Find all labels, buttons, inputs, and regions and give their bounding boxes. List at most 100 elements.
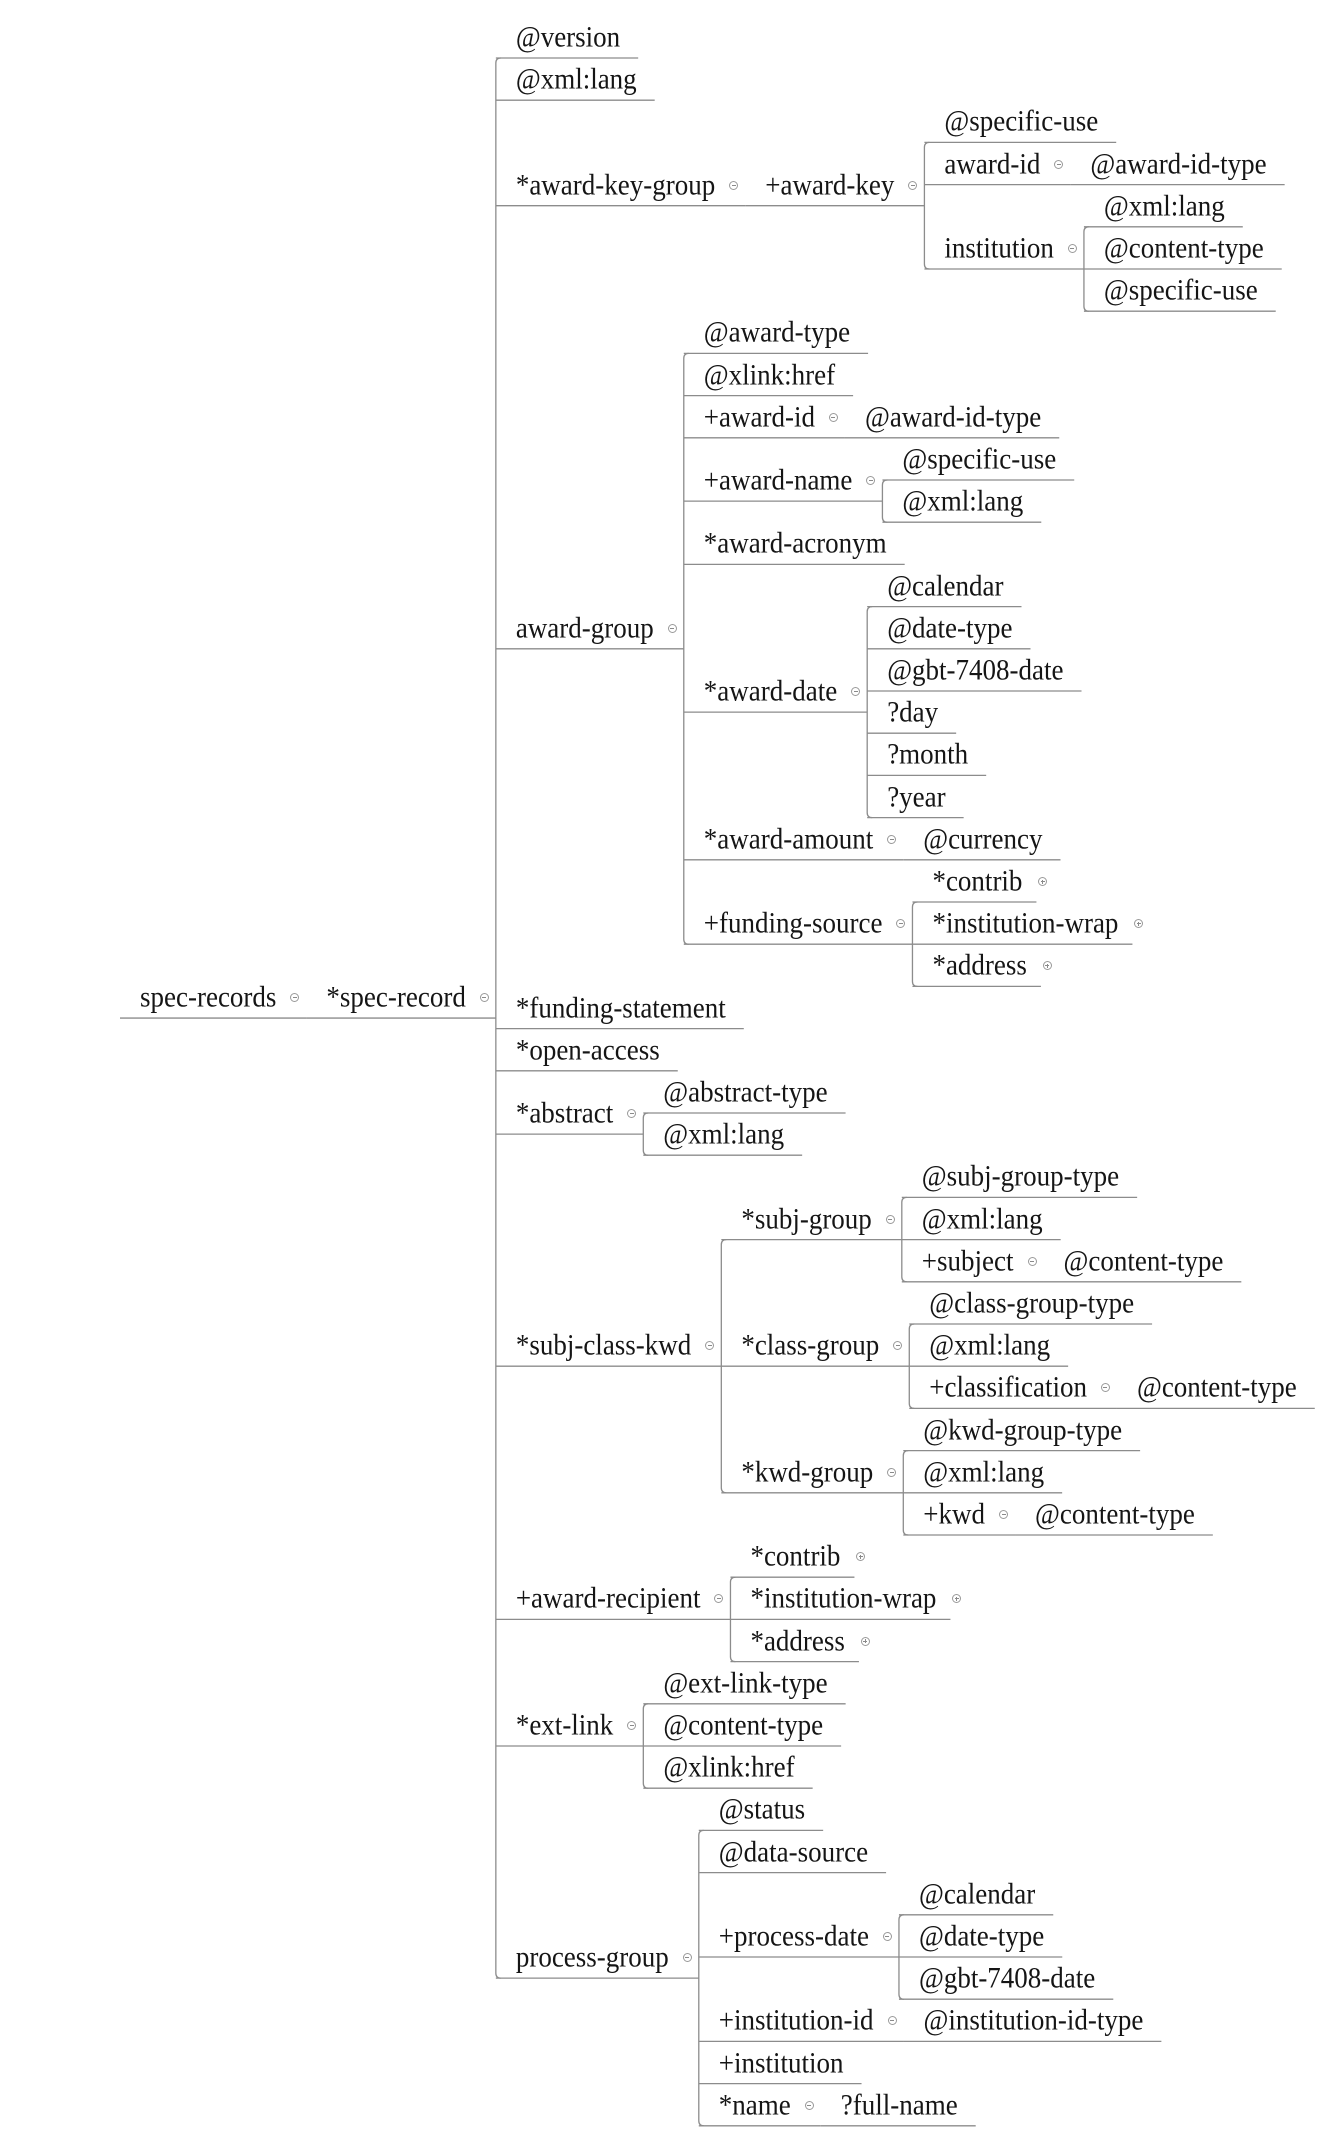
- node-award-id[interactable]: award-id: [944, 147, 1041, 180]
- node-xlink-href[interactable]: @xlink:href: [703, 358, 836, 391]
- node-award-id-type[interactable]: @award-id-type: [864, 400, 1042, 433]
- node-abstract-type[interactable]: @abstract-type: [663, 1075, 828, 1109]
- node-award-amount[interactable]: *award-amount: [703, 822, 874, 855]
- node-process-date[interactable]: +process-date: [718, 1919, 869, 1953]
- node-kwd-group[interactable]: *kwd-group: [741, 1455, 874, 1488]
- node-process-group[interactable]: process-group: [515, 1940, 669, 1974]
- node-day[interactable]: ?day: [887, 695, 939, 729]
- node-funding-statement[interactable]: *funding-statement: [515, 991, 726, 1024]
- node-award-acronym[interactable]: *award-acronym: [703, 527, 887, 560]
- collapse-icon[interactable]: [887, 2016, 897, 2026]
- node-calendar[interactable]: @calendar: [887, 569, 1004, 602]
- collapse-icon[interactable]: [896, 919, 906, 929]
- node-award-key[interactable]: +award-key: [765, 168, 895, 201]
- node-institution-id[interactable]: +institution-id: [718, 2004, 874, 2037]
- collapse-icon[interactable]: [999, 1510, 1009, 1519]
- node-award-id-type[interactable]: @award-id-type: [1090, 147, 1267, 180]
- expand-icon[interactable]: [952, 1594, 962, 1604]
- node-xml-lang[interactable]: @xml:lang: [923, 1455, 1045, 1488]
- node-xml-lang[interactable]: @xml:lang: [921, 1202, 1043, 1235]
- collapse-icon[interactable]: [714, 1594, 724, 1604]
- node-name[interactable]: *name: [718, 2088, 791, 2121]
- node-year[interactable]: ?year: [887, 780, 946, 813]
- node-date-type[interactable]: @date-type: [918, 1919, 1045, 1953]
- collapse-icon[interactable]: [893, 1341, 903, 1351]
- node-class-group[interactable]: *class-group: [741, 1328, 880, 1362]
- node-kwd-group-type[interactable]: @kwd-group-type: [923, 1413, 1123, 1446]
- collapse-icon[interactable]: [866, 476, 876, 486]
- collapse-icon[interactable]: [705, 1341, 715, 1351]
- node-institution-wrap[interactable]: *institution-wrap: [750, 1582, 937, 1615]
- expand-icon[interactable]: [860, 1636, 870, 1646]
- node-xlink-href[interactable]: @xlink:href: [663, 1750, 795, 1784]
- node-ext-link[interactable]: *ext-link: [515, 1708, 614, 1742]
- node-contrib[interactable]: *contrib: [932, 864, 1023, 898]
- node-xml-lang[interactable]: @xml:lang: [515, 62, 637, 96]
- node-institution-id-type[interactable]: @institution-id-type: [923, 2004, 1144, 2037]
- node-data-source[interactable]: @data-source: [718, 1835, 869, 1868]
- node-spec-records[interactable]: spec-records: [140, 980, 277, 1014]
- node-award-type[interactable]: @award-type: [703, 316, 851, 349]
- collapse-icon[interactable]: [667, 623, 677, 633]
- node-address[interactable]: *address: [932, 949, 1027, 982]
- expand-icon[interactable]: [1038, 877, 1048, 886]
- node-subj-class-kwd[interactable]: *subj-class-kwd: [515, 1328, 692, 1362]
- node-content-type[interactable]: @content-type: [1063, 1244, 1224, 1277]
- collapse-icon[interactable]: [828, 412, 838, 422]
- node-award-group[interactable]: award-group: [515, 611, 654, 644]
- collapse-icon[interactable]: [729, 180, 739, 190]
- node-version[interactable]: @version: [515, 20, 621, 54]
- node-gbt-7408-date[interactable]: @gbt-7408-date: [918, 1961, 1096, 1995]
- collapse-icon[interactable]: [479, 993, 489, 1003]
- collapse-icon[interactable]: [627, 1109, 637, 1119]
- node-content-type[interactable]: @content-type: [1103, 231, 1264, 265]
- node-specific-use[interactable]: @specific-use: [1103, 273, 1258, 307]
- node-content-type[interactable]: @content-type: [1035, 1497, 1195, 1531]
- node-class-group-type[interactable]: @class-group-type: [929, 1286, 1135, 1320]
- collapse-icon[interactable]: [1067, 244, 1077, 253]
- node-open-access[interactable]: *open-access: [515, 1033, 660, 1066]
- node-content-type[interactable]: @content-type: [663, 1708, 824, 1742]
- node-classification[interactable]: +classification: [929, 1371, 1087, 1404]
- expand-icon[interactable]: [1134, 919, 1144, 929]
- collapse-icon[interactable]: [887, 1467, 897, 1477]
- node-month[interactable]: ?month: [887, 738, 969, 771]
- node-award-date[interactable]: *award-date: [703, 674, 838, 708]
- node-date-type[interactable]: @date-type: [887, 611, 1013, 644]
- collapse-icon[interactable]: [887, 834, 897, 844]
- collapse-icon[interactable]: [804, 2100, 814, 2110]
- node-abstract[interactable]: *abstract: [515, 1096, 614, 1130]
- node-specific-use[interactable]: @specific-use: [902, 442, 1057, 476]
- node-gbt-7408-date[interactable]: @gbt-7408-date: [887, 653, 1064, 687]
- collapse-icon[interactable]: [882, 1932, 892, 1941]
- node-contrib[interactable]: *contrib: [750, 1539, 841, 1573]
- node-subject[interactable]: +subject: [921, 1244, 1014, 1277]
- node-funding-source[interactable]: +funding-source: [703, 906, 883, 940]
- node-full-name[interactable]: ?full-name: [840, 2088, 958, 2121]
- collapse-icon[interactable]: [885, 1214, 895, 1224]
- node-status[interactable]: @status: [718, 1793, 806, 1826]
- collapse-icon[interactable]: [1100, 1383, 1110, 1393]
- expand-icon[interactable]: [1042, 961, 1052, 971]
- node-award-name[interactable]: +award-name: [703, 463, 853, 497]
- node-award-id[interactable]: +award-id: [703, 400, 815, 433]
- node-award-recipient[interactable]: +award-recipient: [515, 1582, 701, 1615]
- node-institution[interactable]: +institution: [718, 2046, 844, 2079]
- collapse-icon[interactable]: [682, 1953, 692, 1963]
- node-spec-record[interactable]: *spec-record: [326, 980, 466, 1014]
- node-xml-lang[interactable]: @xml:lang: [929, 1328, 1051, 1362]
- node-award-key-group[interactable]: *award-key-group: [515, 168, 716, 201]
- collapse-icon[interactable]: [1054, 159, 1064, 169]
- node-ext-link-type[interactable]: @ext-link-type: [663, 1666, 828, 1699]
- node-currency[interactable]: @currency: [923, 822, 1043, 855]
- collapse-icon[interactable]: [908, 180, 918, 190]
- node-subj-group-type[interactable]: @subj-group-type: [921, 1160, 1120, 1193]
- collapse-icon[interactable]: [627, 1721, 637, 1730]
- collapse-icon[interactable]: [851, 687, 861, 697]
- node-xml-lang[interactable]: @xml:lang: [1103, 189, 1225, 222]
- node-kwd[interactable]: +kwd: [923, 1497, 986, 1531]
- expand-icon[interactable]: [856, 1552, 866, 1562]
- node-xml-lang[interactable]: @xml:lang: [663, 1117, 785, 1151]
- node-specific-use[interactable]: @specific-use: [944, 105, 1099, 138]
- node-subj-group[interactable]: *subj-group: [741, 1202, 872, 1235]
